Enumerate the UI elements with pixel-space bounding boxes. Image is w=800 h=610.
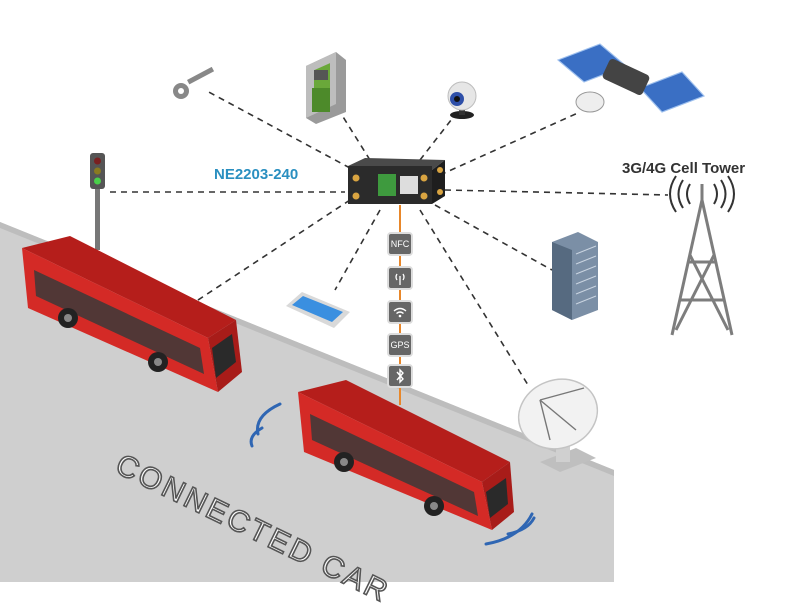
tower-signal-waves — [669, 175, 735, 213]
router-device — [348, 158, 445, 204]
traffic-light-icon — [90, 153, 105, 250]
cell-tower-label: 3G/4G Cell Tower — [622, 160, 746, 177]
connected-car-diagram — [0, 43, 735, 582]
antenna-signal-icon — [387, 266, 413, 290]
server-icon — [552, 232, 598, 320]
connection-lines — [110, 89, 669, 386]
cell-tower-icon — [670, 184, 734, 336]
bus-left — [22, 236, 242, 392]
router-model-label: NE2203-240 — [214, 166, 299, 183]
bluetooth-icon — [387, 364, 413, 388]
charging-station-icon — [306, 52, 346, 124]
bus-right — [298, 380, 514, 530]
camera-icon — [447, 81, 477, 119]
tablet-icon — [286, 292, 350, 328]
nfc-icon: NFC — [387, 232, 413, 256]
satellite-dish-icon — [517, 378, 599, 472]
gps-icon: GPS — [387, 333, 413, 357]
key-icon — [173, 66, 215, 99]
satellite-icon — [556, 43, 706, 113]
wifi-icon — [387, 300, 413, 324]
bus-signal-waves — [249, 402, 536, 546]
